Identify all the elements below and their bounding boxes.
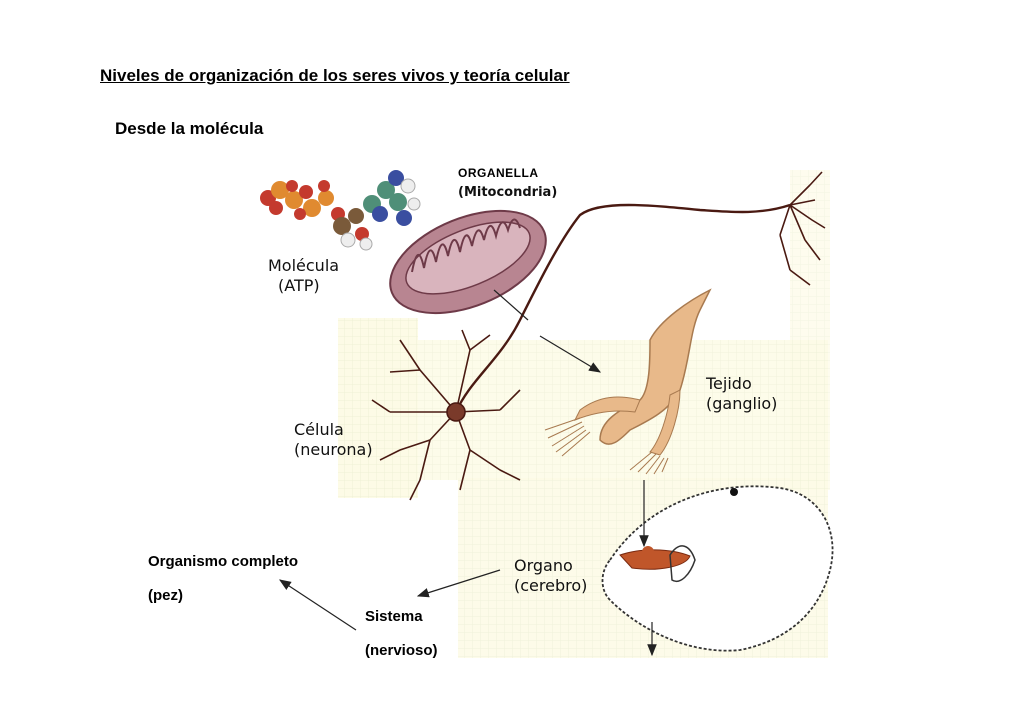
label-cell-line1: Célula: [294, 420, 373, 440]
label-organelle-line1: ORGANELLA: [458, 163, 557, 183]
atp-molecule-illustration: [260, 170, 420, 250]
label-organ-line2: (cerebro): [514, 576, 587, 596]
label-tissue: Tejido (ganglio): [706, 374, 777, 414]
label-organ-line1: Organo: [514, 556, 587, 576]
label-system-line1: Sistema: [365, 600, 438, 634]
label-organism-line1: Organismo completo: [148, 545, 298, 579]
label-tissue-line1: Tejido: [706, 374, 777, 394]
label-organ: Organo (cerebro): [514, 556, 587, 596]
label-system-line2: (nervioso): [365, 634, 438, 668]
label-tissue-line2: (ganglio): [706, 394, 777, 414]
label-cell: Célula (neurona): [294, 420, 373, 460]
label-organism-line2: (pez): [148, 579, 298, 613]
label-organelle-line2: (Mitocondria): [458, 183, 557, 203]
label-organism: Organismo completo (pez): [148, 545, 298, 613]
label-molecule-line1: Molécula: [268, 256, 339, 276]
label-organelle: ORGANELLA (Mitocondria): [458, 163, 557, 203]
label-molecule: Molécula (ATP): [268, 256, 339, 296]
label-molecule-line2: (ATP): [268, 276, 339, 296]
label-cell-line2: (neurona): [294, 440, 373, 460]
arrow-organelle-to-tissue: [494, 290, 528, 320]
texture-panel-left: [338, 318, 418, 498]
label-system: Sistema (nervioso): [365, 600, 438, 668]
